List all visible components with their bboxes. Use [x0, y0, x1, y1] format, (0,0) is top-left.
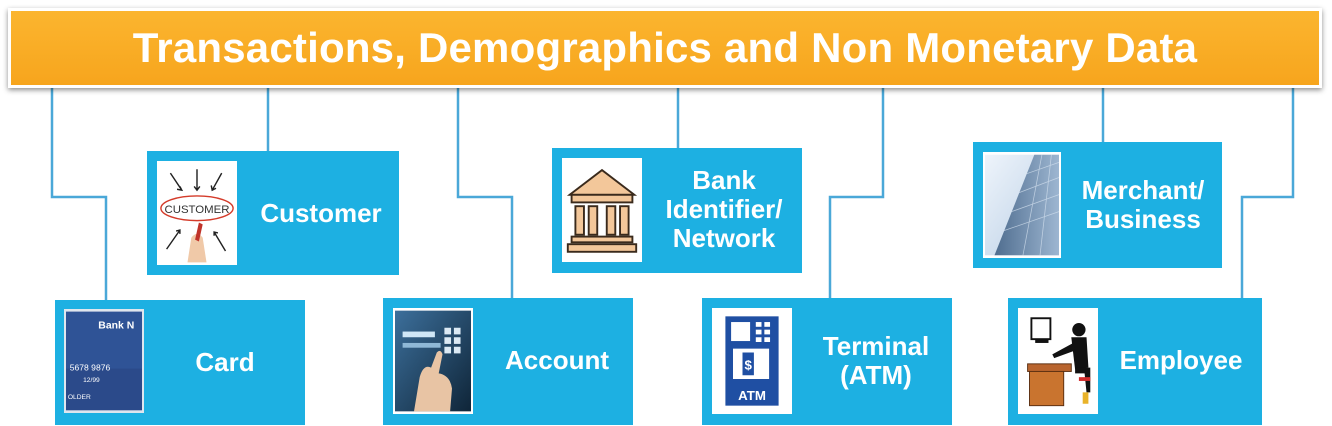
svg-text:Bank N: Bank N — [98, 321, 134, 332]
node-merchant: Merchant/ Business — [973, 142, 1222, 268]
label-card: Card — [195, 347, 255, 377]
internet-banking-icon — [393, 308, 473, 414]
page-title: Transactions, Demographics and Non Monet… — [132, 24, 1198, 71]
connector-employee — [1240, 88, 1295, 300]
node-employee: Employee — [1008, 298, 1262, 425]
atm-icon: $ ATM — [712, 308, 792, 414]
bank-building-icon — [562, 158, 642, 262]
label-customer: Customer — [260, 198, 382, 228]
skyscraper-icon — [983, 152, 1061, 258]
connector-account — [456, 88, 514, 300]
node-bank: Bank Identifier/ Network — [552, 148, 802, 273]
customer-whiteboard-icon: CUSTOMER — [157, 161, 237, 265]
label-merchant: Merchant/ Business — [1081, 175, 1205, 234]
svg-text:12/99: 12/99 — [83, 377, 100, 384]
office-worker-icon — [1018, 308, 1098, 414]
svg-text:OLDER: OLDER — [68, 394, 91, 401]
node-card: Bank N 5678 9876 12/99 OLDER Card — [55, 300, 305, 425]
title-banner: Transactions, Demographics and Non Monet… — [8, 8, 1322, 88]
node-terminal: $ ATM Terminal (ATM) — [702, 298, 952, 425]
label-account: Account — [505, 345, 609, 375]
svg-text:$: $ — [744, 358, 752, 373]
svg-text:ATM: ATM — [738, 388, 766, 403]
label-terminal: Terminal (ATM) — [822, 331, 930, 390]
node-customer: CUSTOMER Customer — [147, 151, 399, 275]
svg-text:CUSTOMER: CUSTOMER — [165, 204, 230, 216]
svg-text:5678 9876: 5678 9876 — [70, 363, 111, 373]
label-employee: Employee — [1119, 345, 1243, 375]
connector-terminal — [828, 88, 885, 300]
node-account: Account — [383, 298, 633, 425]
credit-card-icon: Bank N 5678 9876 12/99 OLDER — [64, 309, 144, 413]
connector-card — [50, 88, 108, 300]
label-bank: Bank Identifier/ Network — [665, 165, 783, 253]
